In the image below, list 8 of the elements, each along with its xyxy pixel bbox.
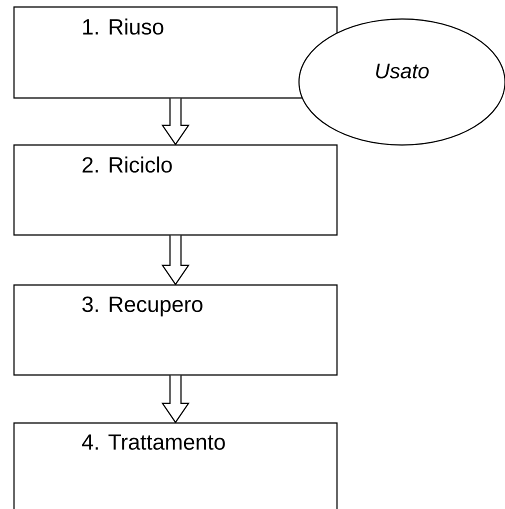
process-box: 2. Riciclo	[13, 144, 338, 236]
process-box: 4. Trattamento	[13, 422, 338, 509]
process-box: 1. Riuso	[13, 6, 338, 99]
process-box: 3. Recupero	[13, 284, 338, 376]
arrow	[161, 98, 190, 146]
arrow	[161, 235, 190, 286]
arrow	[161, 375, 190, 424]
node-label: Usato	[376, 64, 429, 78]
